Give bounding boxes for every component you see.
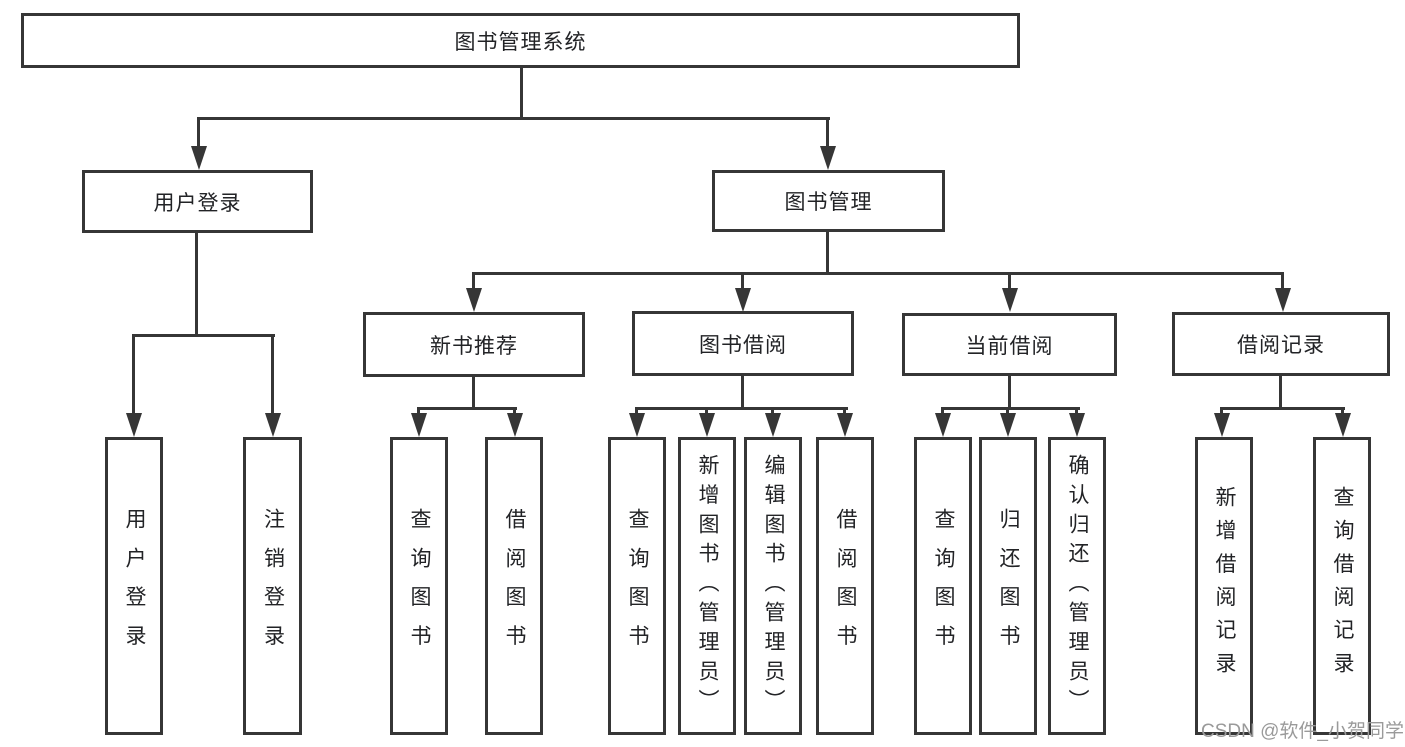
connector-line bbox=[741, 374, 744, 410]
connector-line bbox=[1008, 374, 1011, 410]
leaf-add-books-admin: 新增图书（管理员） bbox=[678, 437, 736, 735]
connector-line bbox=[472, 375, 475, 410]
connector-line bbox=[472, 272, 1284, 275]
connector-line bbox=[271, 334, 274, 416]
leaf-query-books-borrowing: 查询图书 bbox=[608, 437, 666, 735]
leaf-query-borrow-record: 查询借阅记录 bbox=[1313, 437, 1371, 735]
leaf-label: 查询图书 bbox=[408, 508, 431, 664]
leaf-user-login: 用户登录 bbox=[105, 437, 163, 735]
leaf-label: 注销登录 bbox=[261, 508, 285, 664]
leaf-confirm-return-admin: 确认归还（管理员） bbox=[1048, 437, 1106, 735]
connector-line bbox=[826, 230, 829, 275]
leaf-label: 确认归还（管理员） bbox=[1066, 453, 1089, 719]
leaf-edit-books-admin: 编辑图书（管理员） bbox=[744, 437, 802, 735]
node-label: 用户登录 bbox=[153, 191, 242, 215]
node-label: 当前借阅 bbox=[965, 334, 1054, 358]
leaf-add-borrow-record: 新增借阅记录 bbox=[1195, 437, 1253, 735]
node-borrowing-records: 借阅记录 bbox=[1172, 312, 1390, 376]
arrow-down-icon bbox=[466, 288, 482, 312]
connector-line bbox=[826, 117, 829, 152]
arrow-down-icon bbox=[1069, 413, 1085, 437]
connector-line bbox=[195, 231, 198, 337]
leaf-return-books: 归还图书 bbox=[979, 437, 1037, 735]
arrow-down-icon bbox=[126, 413, 142, 437]
arrow-down-icon bbox=[411, 413, 427, 437]
node-current-borrowing: 当前借阅 bbox=[902, 313, 1117, 376]
node-label: 图书管理系统 bbox=[454, 30, 587, 54]
arrow-down-icon bbox=[507, 413, 523, 437]
leaf-label: 新增借阅记录 bbox=[1213, 486, 1236, 686]
leaf-label: 编辑图书（管理员） bbox=[762, 453, 785, 719]
leaf-label: 查询图书 bbox=[626, 508, 649, 664]
arrow-down-icon bbox=[820, 146, 836, 170]
arrow-down-icon bbox=[265, 413, 281, 437]
connector-line bbox=[1279, 374, 1282, 410]
node-label: 图书借阅 bbox=[699, 333, 787, 357]
leaf-label: 查询借阅记录 bbox=[1331, 486, 1354, 686]
leaf-label: 借阅图书 bbox=[503, 508, 526, 664]
leaf-query-books-current: 查询图书 bbox=[914, 437, 972, 735]
leaf-label: 新增图书（管理员） bbox=[696, 453, 719, 719]
arrow-down-icon bbox=[699, 413, 715, 437]
connector-line bbox=[1008, 272, 1011, 292]
leaf-label: 查询图书 bbox=[932, 508, 955, 664]
node-label: 新书推荐 bbox=[430, 334, 518, 358]
leaf-label: 用户登录 bbox=[123, 508, 146, 664]
connector-line bbox=[197, 117, 830, 120]
connector-line bbox=[635, 407, 848, 410]
leaf-borrow-books: 借阅图书 bbox=[816, 437, 874, 735]
connector-line bbox=[132, 334, 275, 337]
arrow-down-icon bbox=[191, 146, 207, 170]
node-library-system: 图书管理系统 bbox=[21, 13, 1020, 68]
leaf-borrow-books-newbook: 借阅图书 bbox=[485, 437, 543, 735]
connector-line bbox=[1281, 272, 1284, 292]
arrow-down-icon bbox=[765, 413, 781, 437]
arrow-down-icon bbox=[1335, 413, 1351, 437]
connector-line bbox=[132, 334, 135, 416]
connector-line bbox=[417, 407, 517, 410]
leaf-label: 归还图书 bbox=[997, 508, 1020, 664]
leaf-query-books-newbook: 查询图书 bbox=[390, 437, 448, 735]
leaf-label: 借阅图书 bbox=[834, 508, 857, 664]
node-new-book-recommend: 新书推荐 bbox=[363, 312, 585, 377]
connector-line bbox=[741, 272, 744, 292]
connector-line bbox=[520, 66, 523, 120]
watermark: CSDN @软件_小贺同学 bbox=[1201, 721, 1404, 742]
arrow-down-icon bbox=[1275, 288, 1291, 312]
arrow-down-icon bbox=[837, 413, 853, 437]
node-label: 图书管理 bbox=[784, 191, 873, 214]
node-label: 借阅记录 bbox=[1237, 334, 1325, 357]
connector-line bbox=[1220, 407, 1345, 410]
arrow-down-icon bbox=[1214, 413, 1230, 437]
node-book-borrowing: 图书借阅 bbox=[632, 311, 854, 376]
arrow-down-icon bbox=[1002, 288, 1018, 312]
node-book-management: 图书管理 bbox=[712, 170, 945, 232]
leaf-logout-login: 注销登录 bbox=[243, 437, 302, 735]
node-user-login: 用户登录 bbox=[82, 170, 313, 233]
connector-line bbox=[197, 117, 200, 152]
arrow-down-icon bbox=[629, 413, 645, 437]
connector-line bbox=[472, 272, 475, 292]
connector-line bbox=[941, 407, 1080, 410]
arrow-down-icon bbox=[935, 413, 951, 437]
arrow-down-icon bbox=[735, 288, 751, 312]
arrow-down-icon bbox=[1000, 413, 1016, 437]
